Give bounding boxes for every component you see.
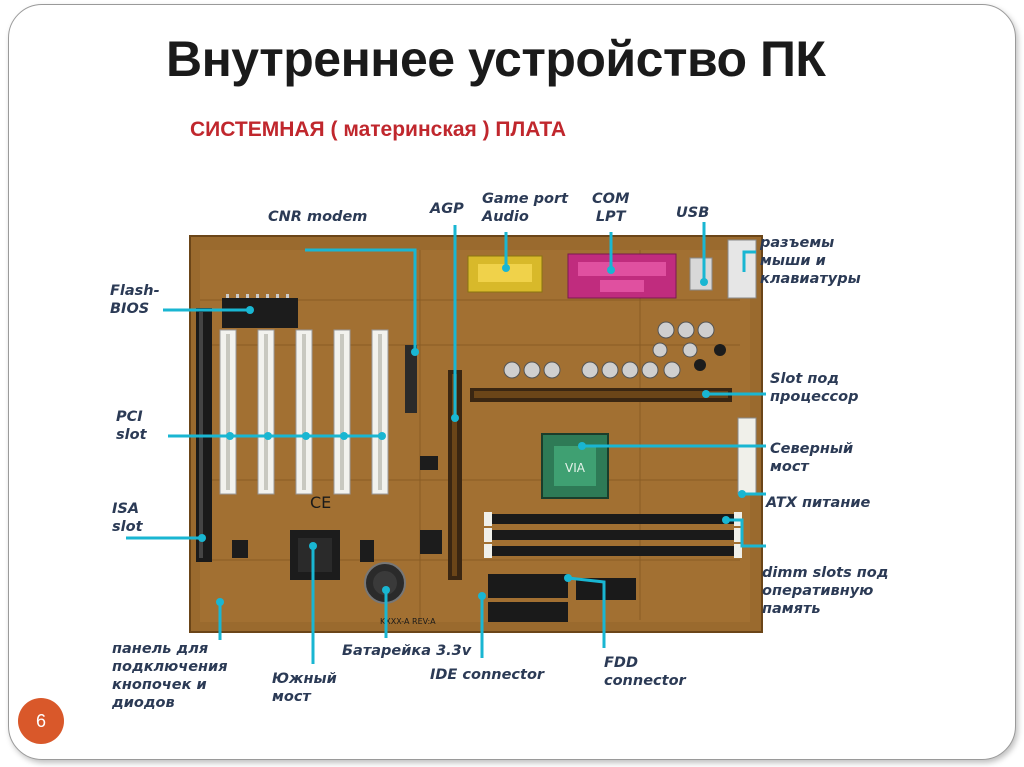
ce-mark: CE <box>310 493 331 512</box>
label-dimm-slots: dimm slots под оперативную память <box>762 565 889 617</box>
ide-connector <box>488 574 568 598</box>
label-agp: AGP <box>430 201 464 217</box>
label-usb: USB <box>676 205 710 221</box>
flash-bios-chip <box>222 298 298 328</box>
label-isa-slot: ISA slot <box>112 501 143 535</box>
slide-title: Внутреннее устройство ПК <box>166 31 826 87</box>
usb-port <box>689 257 713 291</box>
cnr-slot <box>405 345 417 413</box>
dimm-slots <box>488 514 740 556</box>
label-game-port-audio: Game port Audio <box>482 191 569 225</box>
page-number-badge: 6 <box>18 698 64 744</box>
svg-text:VIA: VIA <box>565 461 586 475</box>
label-north-bridge: Северный мост <box>770 441 854 475</box>
fdd-connector <box>576 578 636 600</box>
label-ide-connector: IDE connector <box>430 667 545 683</box>
slide-subtitle: СИСТЕМНАЯ ( материнская ) ПЛАТА <box>190 118 567 141</box>
label-cpu-slot: Slot под процессор <box>770 371 859 405</box>
label-cnr-modem: CNR modem <box>268 209 368 225</box>
atx-power-connector <box>737 417 757 495</box>
label-south-bridge: Южный мост <box>272 671 337 705</box>
label-mouse-keyboard: разъемы мыши и клавиатуры <box>760 235 861 287</box>
label-pci-slot: PCI slot <box>116 409 147 443</box>
ps2-ports <box>727 239 757 299</box>
board-serial: KXXX-A REV:A <box>380 617 436 626</box>
label-flash-bios: Flash- BIOS <box>110 283 160 317</box>
label-front-panel: панель для подключения кнопочек и диодов <box>112 641 228 711</box>
label-fdd-connector: FDD connector <box>604 655 686 689</box>
label-com-lpt: COM LPT <box>592 191 630 225</box>
label-atx-power: ATX питание <box>766 495 871 511</box>
label-battery: Батарейка 3.3v <box>342 643 472 659</box>
